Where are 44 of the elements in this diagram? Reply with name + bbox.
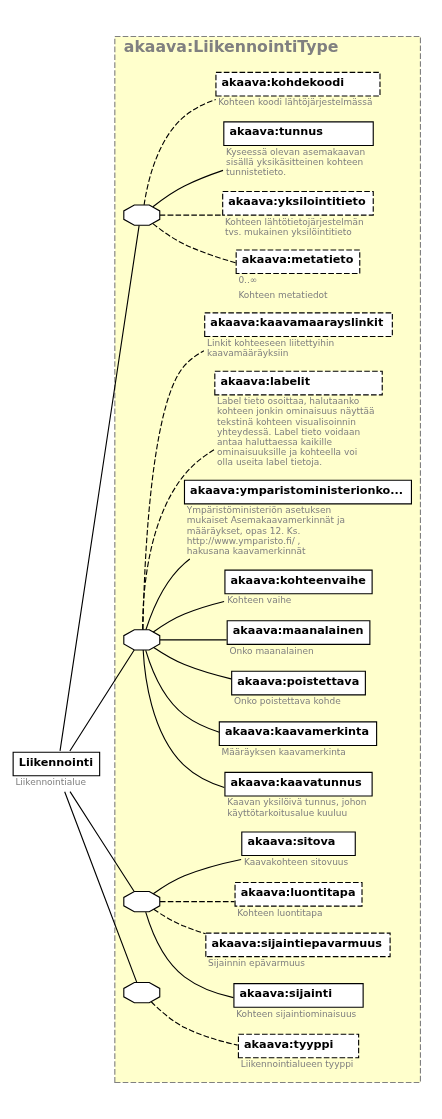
- connector: [159, 901, 235, 903]
- node-label: Kohteen metatiedot: [238, 289, 328, 300]
- connector: [69, 791, 135, 892]
- connector: [142, 649, 225, 789]
- connector: [159, 639, 228, 641]
- connector: [145, 649, 220, 733]
- node-label: Onko poistettava kohde: [233, 696, 341, 707]
- node-label: Kohteen vaihe: [227, 595, 292, 606]
- node-label: Kohteen luontitapa: [237, 907, 323, 918]
- connector: [145, 911, 234, 999]
- connector: [142, 350, 205, 631]
- node-octagon: [123, 890, 161, 913]
- connector: [153, 908, 207, 935]
- connector: [152, 223, 237, 264]
- connector: [145, 558, 191, 630]
- node-label: Kohteen sijaintiominaisuus: [236, 1008, 357, 1019]
- connector: [152, 858, 242, 895]
- connector: [69, 649, 135, 752]
- connector: [153, 646, 232, 680]
- connector: [152, 169, 224, 208]
- node-label: Määräyksen kaavamerkinta: [221, 746, 346, 757]
- connector: [64, 791, 138, 983]
- node-label: Sijainnin epävarmuus: [208, 958, 305, 969]
- node-octagon: [123, 981, 161, 1004]
- node-label: Onko maanalainen: [229, 645, 314, 656]
- node-label: 0..∞: [238, 274, 258, 285]
- connector: [159, 214, 224, 216]
- node-label: Liikennointialue: [15, 777, 86, 788]
- node-octagon: [123, 204, 161, 226]
- node-label: Kyseessä olevan asemakaavan sisällä yksikäsitteinen kohteen tunnistetieto.: [226, 146, 366, 178]
- node-label: Kaavan yksilöivä tunnus, johon käyttötarkoitusalue kuuluu: [227, 797, 367, 818]
- node-label: Label tieto osoittaa, halutaanko kohteen jonkin ominaisuus näyttää tekstinä kohteen visualisoinnin yhteydessä. Label tieto voidaan antaa haluttaessa kaikille ominaisuuksille ja kohteella voi olla useita label tietoja.: [217, 396, 375, 468]
- node-label: Ympäristöministeriön asetuksen mukaiset Asemakaavamerkinnät ja määräykset, opas 12. Ks. http://www.ymparisto.fi/ , hakusana kaavamerkinnät: [186, 505, 345, 556]
- node-label: Kohteen koodi lähtöjärjestelmässä: [218, 97, 373, 108]
- connector: [150, 1001, 239, 1046]
- node-label: Kaavakohteen sitovuus: [244, 857, 349, 867]
- node-label: Liikennointialueen tyyppi: [240, 1059, 354, 1070]
- connector: [143, 98, 217, 206]
- node-label: Linkit kohteeseen liitettyihin kaavamääräyksiin: [206, 337, 335, 359]
- connector: [59, 225, 140, 752]
- connector: [142, 449, 215, 631]
- node-label: Kohteen lähtötietojärjestelmän tvs. mukainen yksilöintitieto: [224, 216, 364, 237]
- connector: [152, 600, 225, 633]
- node-octagon: [123, 629, 161, 651]
